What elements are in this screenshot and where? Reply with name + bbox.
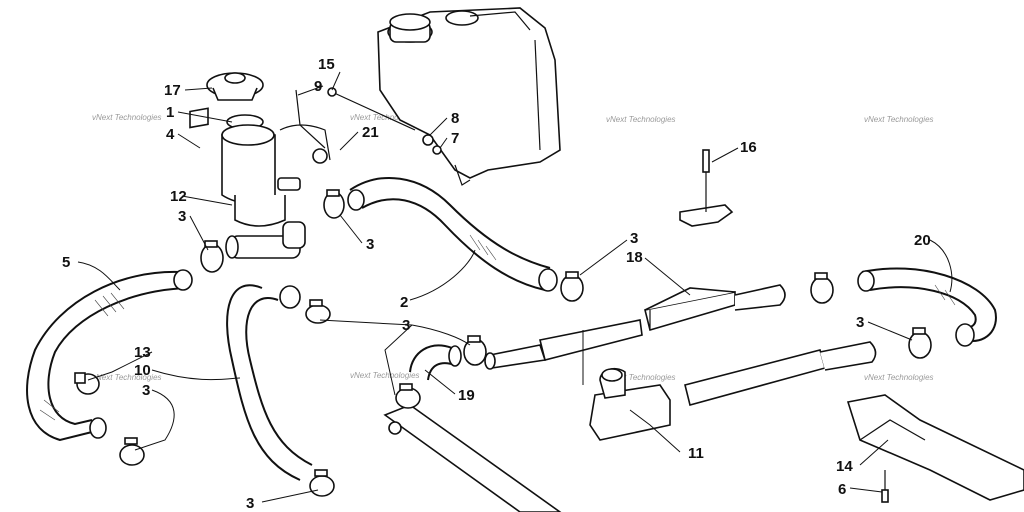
- callout-12: 12: [170, 188, 187, 205]
- skid-plate-14: [846, 394, 1024, 501]
- clamp-10: [395, 383, 421, 409]
- callout-14: 14: [836, 458, 853, 475]
- hose-10: [226, 284, 313, 481]
- callout-18: 18: [626, 249, 643, 266]
- callout-8: 8: [451, 110, 459, 127]
- clamp-4: [463, 335, 487, 366]
- callout-11: 11: [688, 445, 704, 462]
- hose-20: [857, 267, 997, 347]
- hose-5: [26, 269, 193, 442]
- callout-6: 6: [838, 481, 846, 498]
- watermark-4: vNext Technologies: [864, 115, 934, 124]
- coolant-reservoir-tank: [377, 7, 561, 186]
- clamp-3: [305, 299, 331, 324]
- radiator-cap: [206, 72, 264, 101]
- callout-5: 5: [62, 254, 70, 271]
- callout-19: 19: [458, 387, 475, 404]
- elbow-hose-19: [409, 344, 462, 381]
- tee-fitting: [225, 221, 306, 259]
- heat-exchanger-rear: [684, 341, 877, 406]
- callout-9: 9: [314, 78, 322, 95]
- clamp-7: [908, 327, 932, 359]
- clamp-2: [323, 189, 345, 219]
- callout-3d: 3: [856, 314, 864, 331]
- callout-7: 7: [451, 130, 459, 147]
- hardware: [295, 87, 889, 503]
- callout-3a: 3: [178, 208, 186, 225]
- coolant-filler-bottle: [189, 107, 331, 227]
- callout-15: 15: [318, 56, 335, 73]
- callout-1: 1: [166, 104, 174, 121]
- callout-16: 16: [740, 139, 757, 156]
- gasket-16: [679, 149, 734, 227]
- callout-20: 20: [914, 232, 931, 249]
- watermark-1: vNext Technologies: [92, 113, 162, 122]
- callouts: 17 1 4 12 3 5 15 9 8 7 21 3 2 3 18 16 20…: [62, 56, 931, 512]
- clamp-1: [200, 240, 224, 273]
- clamp-6: [810, 272, 834, 304]
- clamp-5: [560, 271, 584, 302]
- hose-clamps: [74, 189, 932, 497]
- watermarks: vNext Technologies vNext Technologies vN…: [92, 113, 934, 382]
- callout-17: 17: [164, 82, 181, 99]
- callout-13: 13: [134, 344, 151, 361]
- heat-exchanger-front: [484, 319, 643, 370]
- watermark-5: vNext Technologies: [92, 373, 162, 382]
- callout-3b: 3: [366, 236, 374, 253]
- callout-3e: 3: [402, 317, 410, 334]
- watermark-6: vNext Technologies: [350, 371, 420, 380]
- callout-3f: 3: [142, 382, 150, 399]
- clamp-9: [74, 372, 100, 395]
- callout-3c: 3: [630, 230, 638, 247]
- leader-lines: [77, 71, 953, 503]
- watermark-8: vNext Technologies: [864, 373, 934, 382]
- clamp-11: [309, 469, 335, 497]
- callout-2: 2: [400, 294, 408, 311]
- callout-10: 10: [134, 362, 151, 379]
- watermark-7: vNext Technologies: [606, 373, 676, 382]
- callout-3g: 3: [246, 495, 254, 512]
- callout-4: 4: [166, 126, 175, 143]
- thermostat-housing-11: [589, 368, 671, 441]
- hose-2: [347, 177, 558, 292]
- clamp-8: [119, 437, 145, 466]
- callout-21: 21: [362, 124, 379, 141]
- watermark-3: vNext Technologies: [606, 115, 676, 124]
- heat-exchanger-18: [644, 284, 786, 332]
- watermark-2: vNext Technologies: [350, 113, 420, 122]
- frame-rail: [383, 404, 562, 512]
